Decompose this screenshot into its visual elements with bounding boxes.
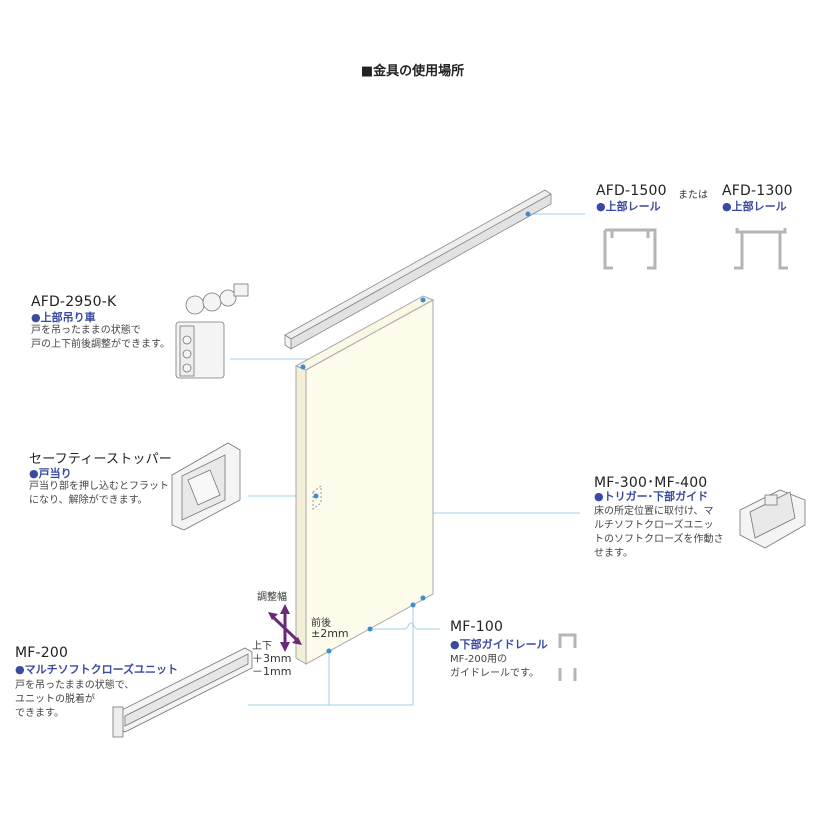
safety-stopper-illustration — [171, 442, 241, 531]
rail-profile-afd1300 — [734, 228, 788, 270]
mf100-desc-1: MF-200用の — [450, 654, 508, 665]
mf100-desc-2: ガイドレールです。 — [450, 668, 539, 679]
front-back-value: ±2mm — [311, 627, 349, 640]
safety-stopper-category: ●戸当り — [29, 467, 72, 480]
mf300-400-desc-1: 床の所定位置に取付け、マ — [594, 506, 714, 517]
afd1300-model: AFD-1300 — [722, 183, 793, 199]
mf300-400-model: MF-300･MF-400 — [594, 475, 708, 491]
or-label: または — [678, 190, 708, 201]
up-down-plus: ＋3mm — [252, 652, 292, 665]
mf300-400-category: ●トリガー･下部ガイド — [594, 490, 709, 503]
door-panel — [294, 295, 435, 665]
mf200-category: ●マルチソフトクローズユニット — [15, 663, 179, 676]
adjust-arrows — [268, 604, 302, 652]
safety-stopper-model: セーフティーストッパー — [29, 452, 172, 467]
mf300-400-desc-2: ルチソフトクローズユニッ — [594, 520, 714, 531]
soft-close-unit-illustration — [112, 647, 253, 738]
afd2950k-desc-2: 戸の上下前後調整ができます。 — [31, 339, 170, 350]
mf200-desc-2: ユニットの脱着が — [15, 694, 95, 705]
safety-stopper-desc-2: になり、解除ができます。 — [29, 495, 148, 506]
adjustment-label: 調整幅 — [257, 592, 287, 603]
location-dots — [300, 211, 531, 654]
mf100-model: MF-100 — [450, 619, 504, 635]
afd1500-model: AFD-1500 — [596, 183, 667, 199]
mf100-category: ●下部ガイドレール — [450, 638, 548, 651]
afd2950k-desc-1: 戸を吊ったままの状態で — [31, 325, 141, 336]
mf200-model: MF-200 — [15, 645, 69, 661]
afd2950k-category: ●上部吊り車 — [31, 311, 96, 324]
up-down-minus: －1mm — [252, 665, 292, 678]
safety-stopper-desc-1: 戸当り部を押し込むとフラット — [29, 481, 169, 492]
trigger-guide-illustration — [739, 489, 806, 549]
page-title: ■金具の使用場所 — [360, 64, 465, 79]
top-rail — [284, 189, 552, 350]
hanger-wheel-illustration — [175, 283, 249, 379]
afd2950k-model: AFD-2950-K — [31, 294, 117, 310]
afd1500-category: ●上部レール — [596, 200, 661, 213]
mf300-400-desc-3: トのソフトクローズを作動さ — [594, 534, 724, 545]
rail-profile-mf100 — [558, 633, 577, 681]
rail-profile-afd1500 — [603, 228, 657, 270]
mf200-desc-1: 戸を吊ったままの状態で、 — [15, 680, 135, 691]
afd1300-category: ●上部レール — [722, 200, 787, 213]
mf300-400-desc-4: せます。 — [594, 548, 633, 559]
mf200-desc-3: できます。 — [15, 708, 64, 719]
front-back-label: 前後 — [311, 618, 331, 629]
up-down-label: 上下 — [252, 641, 272, 652]
